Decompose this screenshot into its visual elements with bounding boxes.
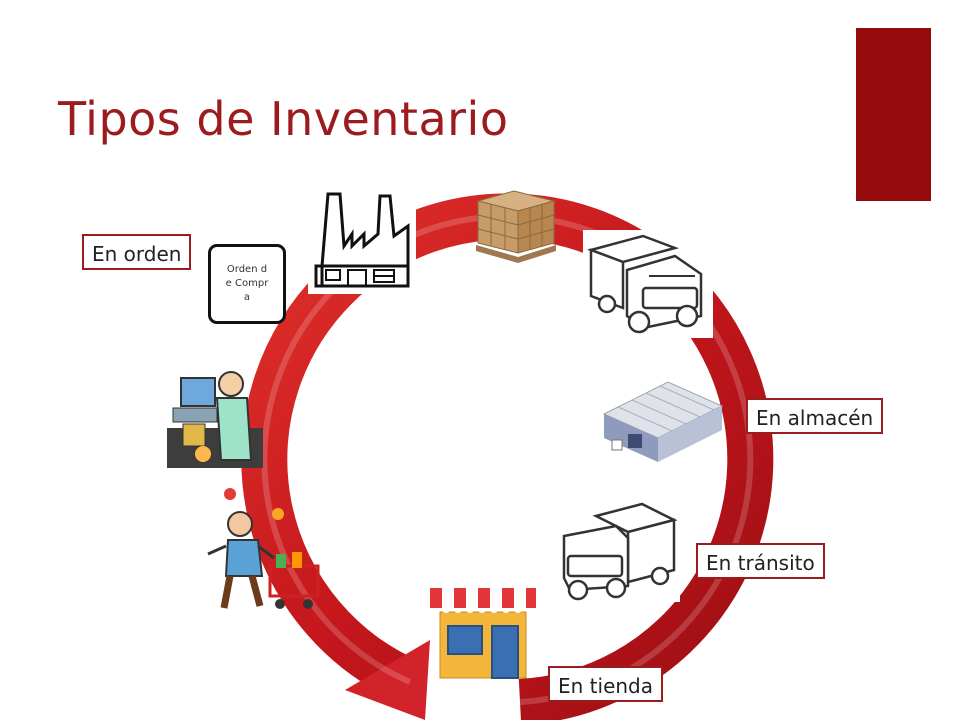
shopper-icon (207, 488, 320, 609)
order-document-text: Orden de Compra (225, 264, 269, 303)
label-en-almacen: En almacén (746, 398, 884, 434)
warehouse-icon (602, 381, 724, 462)
slide-title: Tipos de Inventario (58, 92, 509, 146)
truck-icon (583, 230, 713, 338)
truck-icon (556, 498, 680, 602)
cashier-icon (167, 371, 263, 468)
accent-bar (856, 28, 931, 201)
pallet-boxes-icon (476, 190, 556, 263)
label-en-transito: En tránsito (696, 543, 825, 579)
cycle-arrowhead (345, 640, 430, 720)
factory-icon (308, 186, 416, 294)
label-en-orden: En orden (82, 234, 192, 270)
label-en-tienda: En tienda (548, 666, 663, 702)
store-icon (430, 588, 536, 679)
order-document: Orden de Compra (208, 244, 286, 324)
